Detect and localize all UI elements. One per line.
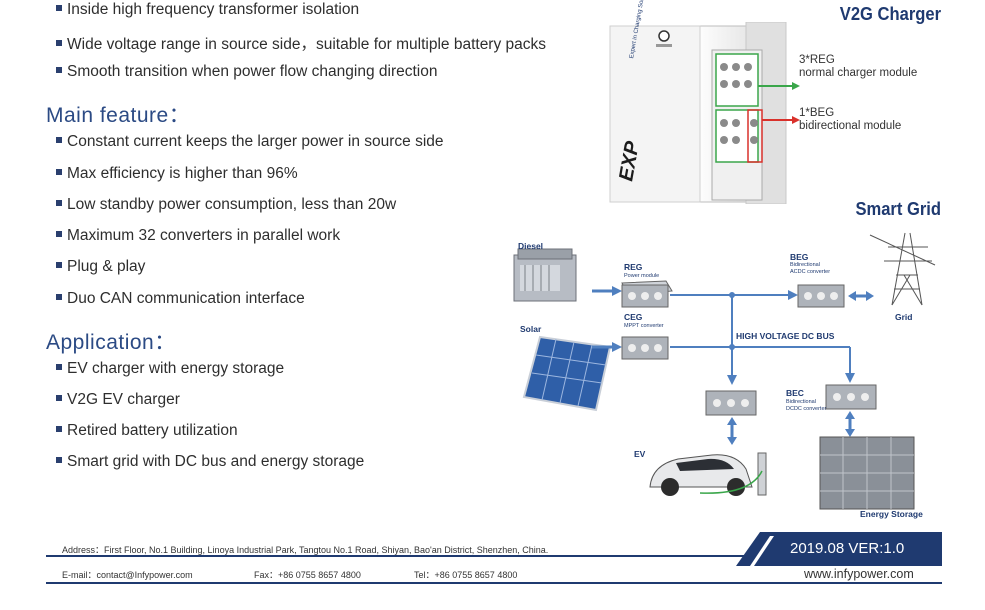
main-feature-text: Low standby power consumption, less than… bbox=[67, 196, 397, 213]
reg-sub-label: Power module bbox=[624, 273, 660, 279]
reg-module-icon bbox=[621, 280, 673, 308]
beg-label: BEG bbox=[790, 252, 809, 262]
cabinet-slogan-line2: Solutions bbox=[638, 0, 648, 8]
bullet-square-icon bbox=[56, 262, 62, 268]
smart-grid-title: Smart Grid bbox=[855, 199, 941, 219]
bullet-square-icon bbox=[56, 5, 62, 11]
footer-address: Address：First Floor, No.1 Building, Lino… bbox=[62, 545, 549, 555]
application-text: Retired battery utilization bbox=[67, 422, 238, 439]
bullet-square-icon bbox=[56, 67, 62, 73]
feature-text: Inside high frequency transformer isolat… bbox=[67, 1, 360, 18]
main-feature-item: Constant current keeps the larger power … bbox=[56, 133, 444, 151]
main-feature-item: Duo CAN communication interface bbox=[56, 290, 305, 308]
footer-website[interactable]: www.infypower.com bbox=[804, 567, 914, 581]
ceg-label: CEG bbox=[624, 312, 643, 322]
bec-sub-line2: DCDC converter bbox=[786, 406, 827, 412]
ceg-sub-label: MPPT converter bbox=[624, 323, 664, 329]
bullet-square-icon bbox=[56, 40, 62, 46]
main-feature-item: Plug & play bbox=[56, 258, 145, 276]
solar-panel-icon bbox=[522, 335, 612, 412]
application-item: Retired battery utilization bbox=[56, 422, 238, 440]
energy-storage-icon bbox=[819, 436, 915, 510]
ev-car-icon bbox=[649, 452, 767, 496]
ev-label: EV bbox=[634, 449, 646, 459]
bec-label: BEC bbox=[786, 388, 804, 398]
bullet-square-icon bbox=[56, 294, 62, 300]
bec-sub-line1: Bidirectional bbox=[786, 399, 816, 405]
application-item: V2G EV charger bbox=[56, 391, 180, 409]
bullet-square-icon bbox=[56, 395, 62, 401]
application-text: Smart grid with DC bus and energy storag… bbox=[67, 453, 365, 470]
main-feature-text: Constant current keeps the larger power … bbox=[67, 133, 444, 150]
version-banner bbox=[736, 532, 942, 566]
diesel-generator-icon bbox=[513, 248, 577, 302]
footer-bottom-divider bbox=[46, 582, 942, 584]
feature-item: Smooth transition when power flow changi… bbox=[56, 63, 438, 81]
bullet-square-icon bbox=[56, 426, 62, 432]
footer-tel: Tel：+86 0755 8657 4800 bbox=[414, 570, 518, 580]
feature-item: Inside high frequency transformer isolat… bbox=[56, 1, 359, 19]
grid-label: Grid bbox=[895, 312, 913, 322]
main-feature-heading: Main feature： bbox=[46, 104, 191, 127]
bullet-square-icon bbox=[56, 457, 62, 463]
main-feature-item: Max efficiency is higher than 96% bbox=[56, 165, 298, 183]
bullet-square-icon bbox=[56, 364, 62, 370]
power-tower-icon bbox=[869, 232, 936, 306]
main-feature-text: Maximum 32 converters in parallel work bbox=[67, 227, 341, 244]
solar-label: Solar bbox=[520, 324, 542, 334]
main-feature-item: Low standby power consumption, less than… bbox=[56, 196, 396, 214]
feature-text: Smooth transition when power flow changi… bbox=[67, 63, 438, 80]
beg-module-icon bbox=[797, 284, 845, 308]
application-item: EV charger with energy storage bbox=[56, 360, 284, 378]
bullet-square-icon bbox=[56, 200, 62, 206]
energy-storage-label: Energy Storage bbox=[860, 509, 923, 519]
ceg-module-icon bbox=[621, 336, 669, 360]
bec-module-right-icon bbox=[825, 384, 877, 410]
main-feature-text: Max efficiency is higher than 96% bbox=[67, 165, 298, 182]
application-heading: Application： bbox=[46, 331, 176, 354]
feature-text: Wide voltage range in source side，suitab… bbox=[67, 36, 547, 53]
beg-sub-line1: Bidirectional bbox=[790, 262, 820, 268]
bullet-square-icon bbox=[56, 169, 62, 175]
v2g-charger-title: V2G Charger bbox=[839, 4, 941, 24]
diesel-label: Diesel bbox=[518, 241, 544, 251]
dc-bus-label: HIGH VOLTAGE DC BUS bbox=[736, 331, 835, 341]
reg-label-desc: normal charger module bbox=[799, 67, 918, 79]
main-feature-item: Maximum 32 converters in parallel work bbox=[56, 227, 340, 245]
application-text: EV charger with energy storage bbox=[67, 360, 285, 377]
smart-grid-diagram bbox=[513, 232, 936, 510]
version-text: 2019.08 VER:1.0 bbox=[790, 540, 905, 557]
application-item: Smart grid with DC bus and energy storag… bbox=[56, 453, 364, 471]
footer-email[interactable]: E-mail：contact@Infypower.com bbox=[62, 570, 193, 580]
beg-label-title: 1*BEG bbox=[799, 107, 835, 119]
footer-fax: Fax：+86 0755 8657 4800 bbox=[254, 570, 361, 580]
beg-label-desc: bidirectional module bbox=[799, 120, 902, 132]
v2g-cabinet-illustration: EXP bbox=[609, 22, 800, 204]
main-feature-text: Plug & play bbox=[67, 258, 146, 275]
bec-module-left-icon bbox=[705, 390, 757, 416]
main-feature-text: Duo CAN communication interface bbox=[67, 290, 305, 307]
footer-divider bbox=[46, 555, 746, 557]
reg-label-title: 3*REG bbox=[799, 54, 835, 66]
feature-item: Wide voltage range in source side，suitab… bbox=[56, 32, 546, 54]
reg-label: REG bbox=[624, 262, 643, 272]
bullet-square-icon bbox=[56, 137, 62, 143]
application-text: V2G EV charger bbox=[67, 391, 180, 408]
beg-sub-line2: ACDC converter bbox=[790, 269, 831, 275]
bullet-square-icon bbox=[56, 231, 62, 237]
